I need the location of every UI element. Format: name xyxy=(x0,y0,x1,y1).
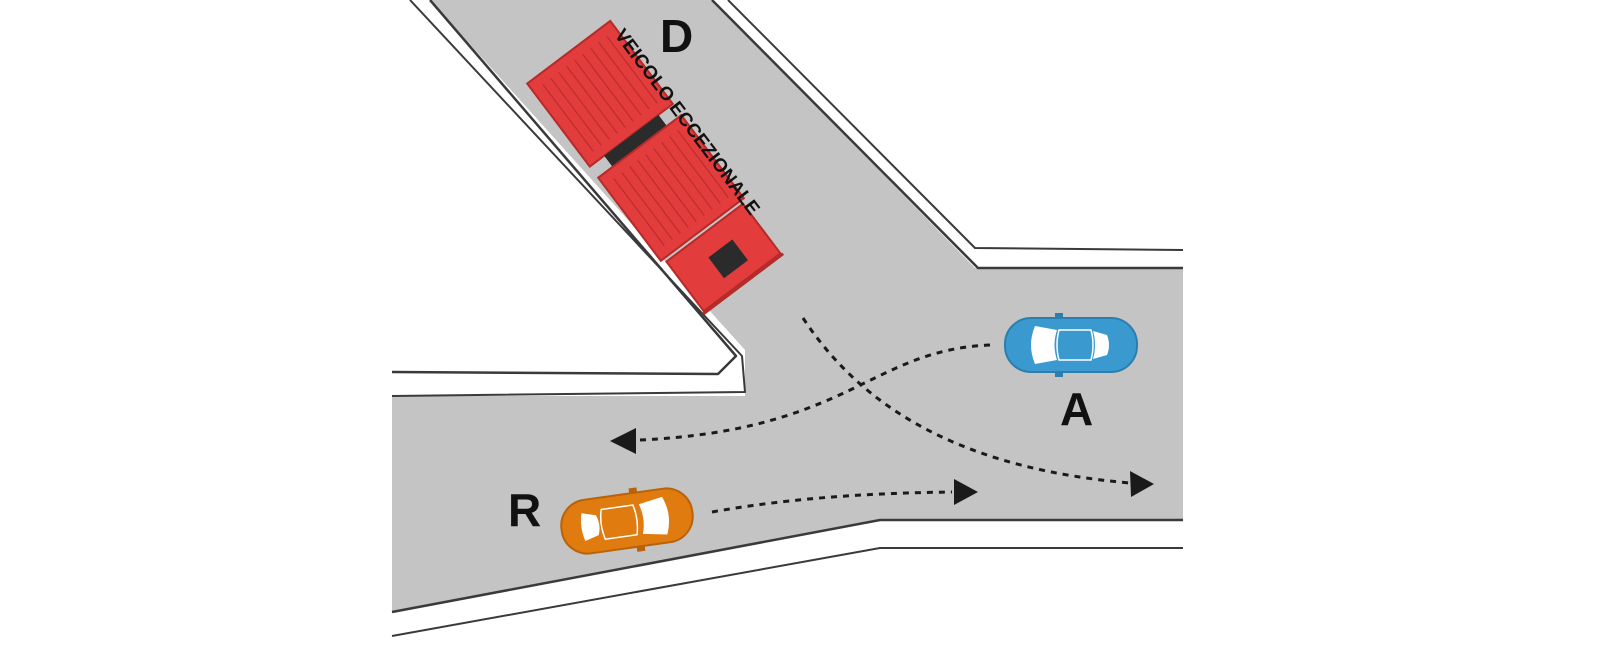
trajectory-a xyxy=(639,343,991,442)
trajectories xyxy=(610,317,1154,514)
car-a-windshield xyxy=(1031,326,1057,364)
car-a-mirror-bottom xyxy=(1055,372,1063,377)
label-d: D xyxy=(660,10,693,62)
curb-top-right-inner xyxy=(727,0,1184,251)
truck-cab-window xyxy=(708,239,748,279)
traffic-island xyxy=(392,0,745,392)
road-edge-bottom-area xyxy=(392,520,1183,650)
car-a-rear-window xyxy=(1093,331,1109,359)
trajectory-r xyxy=(711,490,953,514)
curbs xyxy=(391,0,1184,637)
truck-front-bumper xyxy=(702,252,785,316)
car-r-rear-window xyxy=(580,513,600,541)
car-r-mirror-bottom xyxy=(636,545,646,552)
curb-top-right-outer xyxy=(711,0,1183,270)
arrowhead-d xyxy=(1130,471,1154,497)
car-a-icon xyxy=(1004,313,1138,377)
arrowhead-r xyxy=(954,479,978,505)
arrowhead-a xyxy=(610,428,636,454)
truck-coupling xyxy=(604,114,667,167)
car-r-icon xyxy=(560,487,694,555)
car-r-mirror-top xyxy=(628,487,638,494)
curb-island-outer xyxy=(391,0,738,376)
label-r: R xyxy=(508,484,541,536)
curb-island-inner xyxy=(391,0,746,397)
car-r-windshield xyxy=(638,496,670,535)
curb-bottom-inner xyxy=(391,518,1183,614)
truck-slats xyxy=(542,35,729,246)
car-r-roof xyxy=(599,504,639,541)
car-a-mirror-top xyxy=(1055,313,1063,318)
truck-icon xyxy=(525,19,785,316)
car-a-roof xyxy=(1056,329,1094,361)
curb-bottom-outer xyxy=(391,547,1183,637)
label-a: A xyxy=(1060,383,1093,435)
